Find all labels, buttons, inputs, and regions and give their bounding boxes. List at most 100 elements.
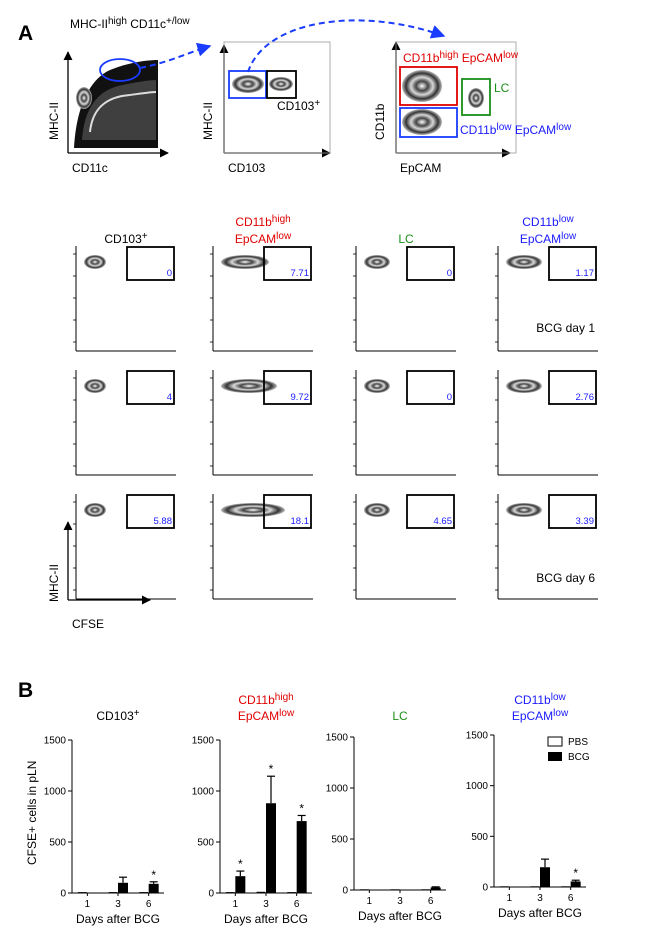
bar-bcg bbox=[148, 883, 159, 893]
bar-bcg bbox=[118, 882, 128, 893]
significance-star: * bbox=[573, 866, 578, 880]
cfse-plot-gate bbox=[406, 494, 455, 529]
gating-arrow-2 bbox=[247, 19, 446, 73]
cfse-plot-gate bbox=[126, 494, 175, 529]
cfse-plot-gate-value: 18.1 bbox=[291, 516, 310, 527]
column-header-line1: CD11bhigh bbox=[235, 214, 290, 229]
bar-bcg bbox=[235, 876, 246, 893]
bar-pbs bbox=[225, 892, 235, 894]
bar-chart-xtick-label: 3 bbox=[263, 899, 269, 910]
bar-chart-xtick-label: 1 bbox=[233, 899, 239, 910]
bar-bcg bbox=[540, 867, 550, 887]
bar-bcg bbox=[266, 803, 276, 893]
bar-pbs bbox=[77, 892, 87, 894]
bar-chart-title: EpCAMlow bbox=[512, 708, 569, 723]
cfse-plot: 9.72 bbox=[210, 370, 313, 476]
bar-chart-title: EpCAMlow bbox=[238, 708, 295, 723]
cfse-plot: 4 bbox=[73, 370, 176, 476]
cfse-plot: 5.88 bbox=[73, 494, 176, 600]
gating-plot-mhcii-cd103: CD103+ MHC-II CD103 bbox=[201, 41, 331, 175]
bar-chart-ytick-label: 500 bbox=[471, 832, 488, 843]
cfse-plot-gate bbox=[263, 370, 312, 405]
cfse-axis-ylabel: MHC-II bbox=[47, 564, 61, 602]
cfse-plot: 7.71 bbox=[210, 246, 313, 352]
cfse-plot-gate-value: 4.65 bbox=[434, 516, 453, 527]
bar-bcg bbox=[296, 821, 307, 893]
gating-plot-mhcii-cd11c: MHC-IIhigh CD11c+/low MHC-II CD11c bbox=[47, 16, 190, 175]
gating-plot2-xlabel: CD103 bbox=[228, 161, 266, 175]
bar-chart-xtick-label: 6 bbox=[568, 893, 574, 904]
bar-chart-ytick-label: 1500 bbox=[466, 731, 489, 742]
gating-plot2-ylabel: MHC-II bbox=[201, 102, 215, 140]
bar-bcg bbox=[570, 881, 581, 887]
bar-pbs bbox=[256, 891, 266, 894]
bar-chart-title: CD11bhigh bbox=[238, 692, 293, 707]
significance-star: * bbox=[238, 857, 243, 871]
bar-chart-ytick-label: 500 bbox=[197, 838, 214, 849]
cfse-plot-population bbox=[364, 379, 390, 393]
panel-letter-a: A bbox=[18, 22, 33, 45]
cfse-plot-population bbox=[84, 379, 106, 393]
column-header-line2: EpCAMlow bbox=[520, 231, 577, 246]
gating-plot2-gate-label: CD103+ bbox=[277, 98, 320, 113]
bar-chart-xtick-label: 3 bbox=[397, 896, 403, 907]
cfse-axis-xlabel: CFSE bbox=[72, 617, 104, 631]
cfse-plot: 0 bbox=[353, 370, 456, 476]
gating-plot3-gate-bottom: CD11blow EpCAMlow bbox=[460, 122, 572, 137]
panel-b-ylabel: CFSE+ cells in pLN bbox=[25, 761, 39, 865]
column-header-line1: CD103+ bbox=[104, 231, 147, 246]
bar-chart-xtick-label: 3 bbox=[115, 899, 121, 910]
column-header-line2: EpCAMlow bbox=[235, 231, 292, 246]
row-label: BCG day 6 bbox=[536, 571, 595, 585]
bar-chart-ytick-label: 0 bbox=[482, 883, 488, 894]
bar-chart-xtick-label: 6 bbox=[146, 899, 152, 910]
bar-chart-xlabel: Days after BCG bbox=[498, 906, 582, 920]
cfse-plot-gate-value: 3.39 bbox=[576, 516, 595, 527]
bar-chart-ytick-label: 1000 bbox=[192, 787, 215, 798]
bar-chart-ytick-label: 500 bbox=[49, 838, 66, 849]
cfse-plot-gate bbox=[126, 246, 175, 281]
bar-chart-xtick-label: 3 bbox=[537, 893, 543, 904]
cfse-plot-gate bbox=[406, 370, 455, 405]
panel-b: B CFSE+ cells in pLN CD103+0500100015001… bbox=[18, 679, 590, 926]
row-label: BCG day 1 bbox=[536, 321, 595, 335]
cfse-plot-gate-value: 9.72 bbox=[291, 392, 310, 403]
gating-plot1-ylabel: MHC-II bbox=[47, 102, 61, 140]
bar-chart-title: CD103+ bbox=[96, 708, 139, 723]
chart-legend: PBS BCG bbox=[547, 736, 590, 763]
cfse-axis-indicator: MHC-II CFSE bbox=[47, 521, 151, 631]
cfse-plot: 4.65 bbox=[353, 494, 456, 600]
cfse-plot-population bbox=[364, 255, 390, 269]
gating-plot1-title: MHC-IIhigh CD11c+/low bbox=[70, 16, 190, 31]
cfse-plot-gate-value: 5.88 bbox=[154, 516, 173, 527]
bar-chart-ytick-label: 1500 bbox=[44, 736, 67, 747]
panel-a: A MHC-IIhigh CD11c+/low MHC-II CD11c bbox=[18, 16, 598, 631]
bar-chart-xtick-label: 1 bbox=[367, 896, 373, 907]
bar-bcg bbox=[509, 886, 520, 887]
column-header-line1: LC bbox=[398, 232, 414, 246]
bar-chart-xlabel: Days after BCG bbox=[76, 912, 160, 926]
bar-chart-title: CD11blow bbox=[514, 692, 566, 707]
bar-bcg bbox=[87, 892, 98, 893]
bar-bcg bbox=[430, 887, 441, 890]
significance-star: * bbox=[151, 868, 156, 882]
panel-letter-b: B bbox=[18, 679, 33, 702]
cfse-plot-gate-value: 0 bbox=[447, 268, 452, 279]
cfse-plot: 18.1 bbox=[210, 494, 313, 600]
cfse-plot-gate bbox=[126, 370, 175, 405]
cfse-plot-population bbox=[364, 503, 390, 517]
legend-label-bcg: BCG bbox=[568, 752, 590, 763]
bar-chart-ytick-label: 1500 bbox=[192, 736, 215, 747]
cfse-plot-population bbox=[221, 503, 285, 517]
gating-plot3-gate-lc: LC bbox=[494, 81, 510, 95]
cfse-plot-gate-value: 7.71 bbox=[291, 268, 310, 279]
column-header-line1: CD11blow bbox=[522, 214, 574, 229]
cfse-plot-population bbox=[506, 503, 542, 517]
significance-star: * bbox=[299, 801, 304, 815]
